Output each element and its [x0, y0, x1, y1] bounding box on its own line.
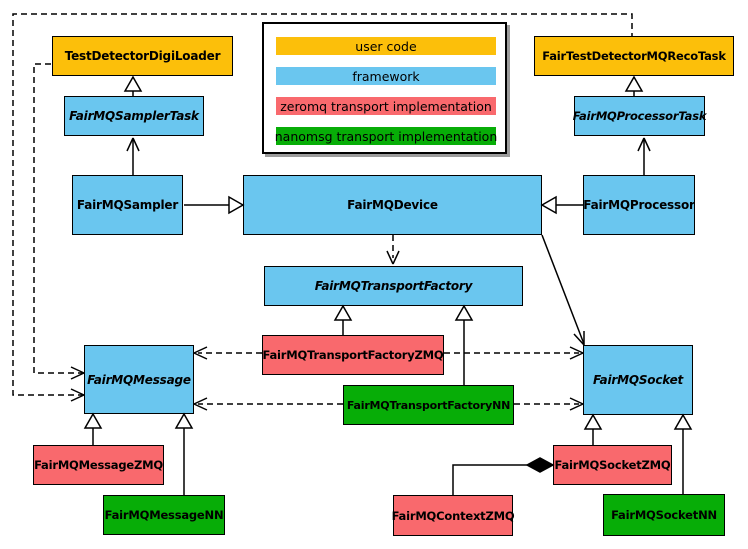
edge-transportfactoryzmq-message: [193, 346, 262, 360]
node-fair-test-detector-mq-reco-task: FairTestDetectorMQRecoTask: [534, 36, 734, 76]
edge-contextzmq-socketzmq: [452, 457, 555, 495]
edge-transportfactorynn-socket: [514, 397, 584, 411]
legend-item-zeromq: zeromq transport implementation: [276, 97, 496, 115]
edge-processor-processortask: [637, 137, 651, 175]
legend: user code framework zeromq transport imp…: [262, 22, 507, 154]
node-fairmq-message: FairMQMessage: [84, 345, 194, 414]
edge-transportfactoryzmq-transportfactory: [333, 304, 353, 335]
node-fairmq-sampler: FairMQSampler: [72, 175, 183, 235]
node-fairmq-device: FairMQDevice: [243, 175, 542, 235]
legend-item-user-code: user code: [276, 37, 496, 55]
node-fairmq-socket: FairMQSocket: [583, 345, 693, 415]
legend-item-nanomsg: nanomsg transport implementation: [274, 127, 498, 145]
edge-sampler-device: [184, 195, 245, 215]
edge-sampler-samplertask: [126, 137, 140, 175]
node-fairmq-processor: FairMQProcessor: [583, 175, 695, 235]
edge-transportfactorynn-transportfactory: [454, 304, 474, 385]
edge-device-transportfactory: [386, 235, 400, 265]
node-fairmq-transport-factory-nn: FairMQTransportFactoryNN: [343, 385, 514, 425]
edge-samplertask-digiloader: [123, 75, 143, 96]
edge-transportfactoryzmq-socket: [444, 346, 584, 360]
edge-socketzmq-socket: [583, 413, 603, 445]
edge-messagezmq-message: [83, 412, 103, 445]
edge-processor-device: [540, 195, 583, 215]
edge-socketnn-socket: [673, 413, 693, 494]
node-fairmq-context-zmq: FairMQContextZMQ: [392, 495, 515, 536]
node-fairmq-socket-nn: FairMQSocketNN: [603, 494, 725, 536]
edge-transportfactorynn-message: [193, 397, 343, 411]
node-fairmq-processor-task: FairMQProcessorTask: [573, 96, 706, 136]
edge-processortask-recotask: [624, 75, 644, 96]
node-fairmq-sampler-task: FairMQSamplerTask: [64, 96, 204, 136]
edge-messagenn-message: [174, 412, 194, 495]
node-test-detector-digi-loader: TestDetectorDigiLoader: [52, 36, 233, 76]
node-fairmq-message-nn: FairMQMessageNN: [103, 495, 225, 535]
edge-device-socket: [541, 234, 585, 346]
legend-item-framework: framework: [276, 67, 496, 85]
node-fairmq-transport-factory-zmq: FairMQTransportFactoryZMQ: [262, 335, 444, 375]
node-fairmq-socket-zmq: FairMQSocketZMQ: [553, 445, 672, 485]
node-fairmq-transport-factory: FairMQTransportFactory: [264, 266, 523, 306]
node-fairmq-message-zmq: FairMQMessageZMQ: [33, 445, 164, 485]
